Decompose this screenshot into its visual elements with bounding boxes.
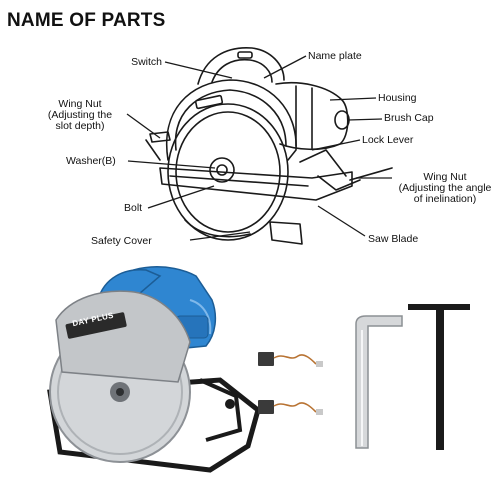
t-wrench-shaft (436, 304, 444, 450)
hex-key (355, 315, 403, 449)
motor-housing-outline (275, 81, 349, 151)
label-brush-cap: Brush Cap (384, 112, 434, 124)
label-bolt: Bolt (124, 202, 143, 214)
base-plate-outline (159, 167, 353, 201)
label-wing-nut-depth: Wing Nut (Adjusting the slot depth) (30, 99, 130, 132)
label-housing: Housing (378, 92, 417, 104)
blade-guard-outline (165, 79, 297, 161)
label-name-plate: Name plate (308, 50, 362, 62)
carbon-brush-1 (258, 352, 323, 367)
label-switch: Switch (131, 56, 162, 68)
label-wing-nut-depth-line2: (Adjusting the (47, 109, 113, 121)
page-title: NAME OF PARTS (7, 10, 166, 31)
label-wing-nut-angle: Wing Nut (Adjusting the angle of inelina… (392, 172, 498, 205)
label-wing-nut-depth-line3: slot depth) (55, 120, 105, 132)
label-safety-cover: Safety Cover (91, 235, 152, 247)
label-saw-blade: Saw Blade (368, 233, 419, 245)
label-wing-nut-angle-line2: (Adjusting the angle (398, 182, 492, 194)
carbon-brush-2 (258, 400, 323, 415)
label-lock-lever: Lock Lever (362, 134, 414, 146)
photo-base-plate (47, 377, 261, 473)
photo-blade-guard (55, 290, 191, 383)
photo-brand-plate (65, 312, 127, 339)
label-wing-nut-depth-line1: Wing Nut (58, 98, 102, 110)
handle-outline (197, 47, 285, 85)
label-wing-nut-angle-line3: of inelination) (413, 193, 477, 205)
label-wing-nut-angle-line1: Wing Nut (423, 171, 467, 183)
label-washer: Washer(B) (66, 155, 116, 167)
saw-blade-outline (167, 103, 289, 241)
